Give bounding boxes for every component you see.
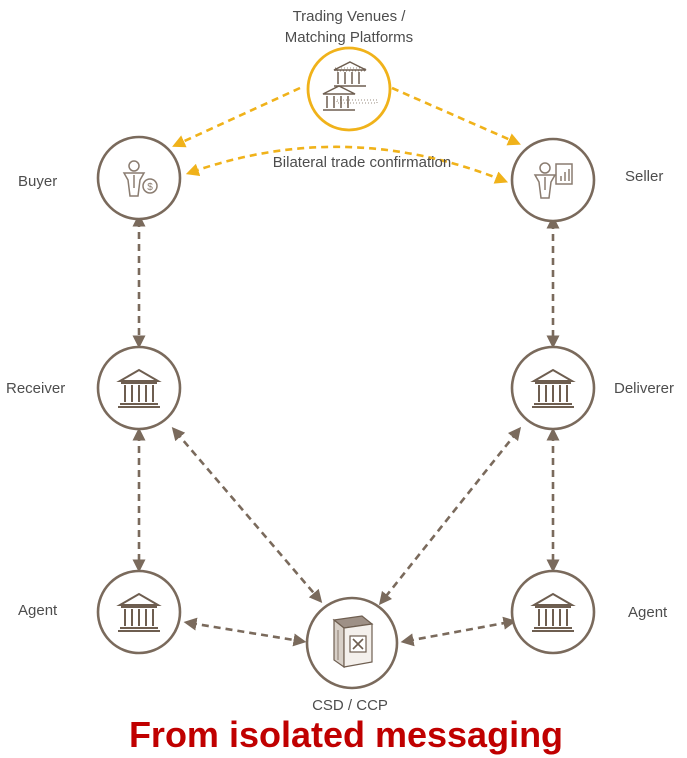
buyer-node: $	[96, 135, 182, 221]
seller-label: Seller	[625, 168, 663, 185]
seller-node	[510, 137, 596, 223]
venue-label-line2: Matching Platforms	[285, 29, 413, 46]
csd-building-icon	[332, 615, 374, 669]
deliverer-label: Deliverer	[614, 380, 674, 397]
csd-ccp-node	[305, 596, 399, 690]
receiver-csd-connector	[171, 427, 323, 603]
bilateral-confirmation-connector	[185, 145, 509, 184]
bank-icon	[116, 368, 162, 408]
receiver-node	[96, 345, 182, 431]
venue-label-line1: Trading Venues /	[293, 8, 407, 25]
deliverer-csd-connector	[378, 426, 522, 606]
venue-buyer-connector	[172, 86, 301, 148]
trading-venue-node	[306, 46, 392, 132]
bank-icon	[116, 592, 162, 632]
bilateral-label: Bilateral trade confirmation	[273, 154, 451, 171]
agent-csd-connector-right	[400, 616, 517, 647]
bank-icon	[530, 592, 576, 632]
agent-right-node	[510, 569, 596, 655]
agent-left-node	[96, 569, 182, 655]
seller-icon	[533, 162, 573, 199]
bank-icon	[530, 368, 576, 408]
venue-seller-connector	[391, 86, 521, 146]
deliverer-node	[510, 345, 596, 431]
agent-right-label: Agent	[628, 604, 668, 621]
csd-label: CSD / CCP	[312, 697, 388, 714]
svg-text:$: $	[147, 182, 153, 193]
agent-csd-connector-left	[183, 617, 307, 647]
trading-venue-icon	[322, 61, 378, 111]
receiver-label: Receiver	[6, 380, 65, 397]
agent-left-label: Agent	[18, 602, 58, 619]
buyer-label: Buyer	[18, 173, 57, 190]
buyer-icon: $	[122, 160, 158, 197]
caption: From isolated messaging	[129, 714, 563, 755]
